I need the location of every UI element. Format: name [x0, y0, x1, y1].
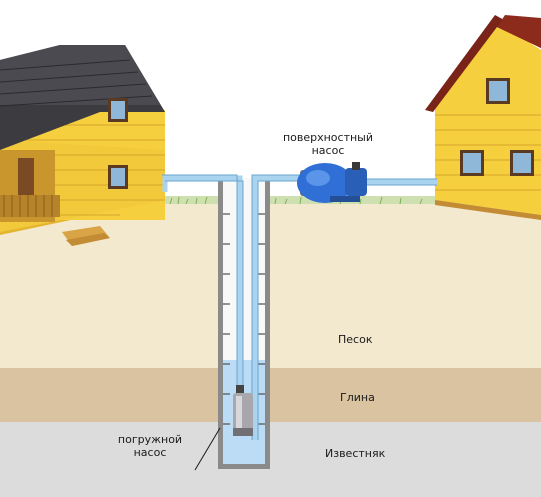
- clay-layer: [0, 368, 541, 423]
- surface-pump-graphic: [297, 162, 367, 203]
- submersible-leader-line: [194, 427, 221, 471]
- surface-pump-label-text: поверхностный насос: [282, 131, 374, 157]
- ground-grass: [0, 196, 541, 204]
- submersible-pump-label: погружной насос: [110, 433, 190, 459]
- submersible-pump-label-text: погружной насос: [117, 433, 183, 459]
- sand-layer: [0, 200, 541, 370]
- left-house: [0, 45, 165, 246]
- water-pipes: [162, 175, 437, 440]
- limestone-label: Известняк: [325, 447, 386, 460]
- limestone-layer: [0, 422, 541, 497]
- submersible-pump-graphic: [233, 385, 253, 436]
- sand-label: Песок: [338, 333, 373, 346]
- clay-label: Глина: [340, 391, 375, 404]
- right-house: [425, 15, 541, 220]
- surface-pump-label: поверхностный насос: [258, 131, 398, 157]
- water-pipes-outline: [162, 174, 437, 440]
